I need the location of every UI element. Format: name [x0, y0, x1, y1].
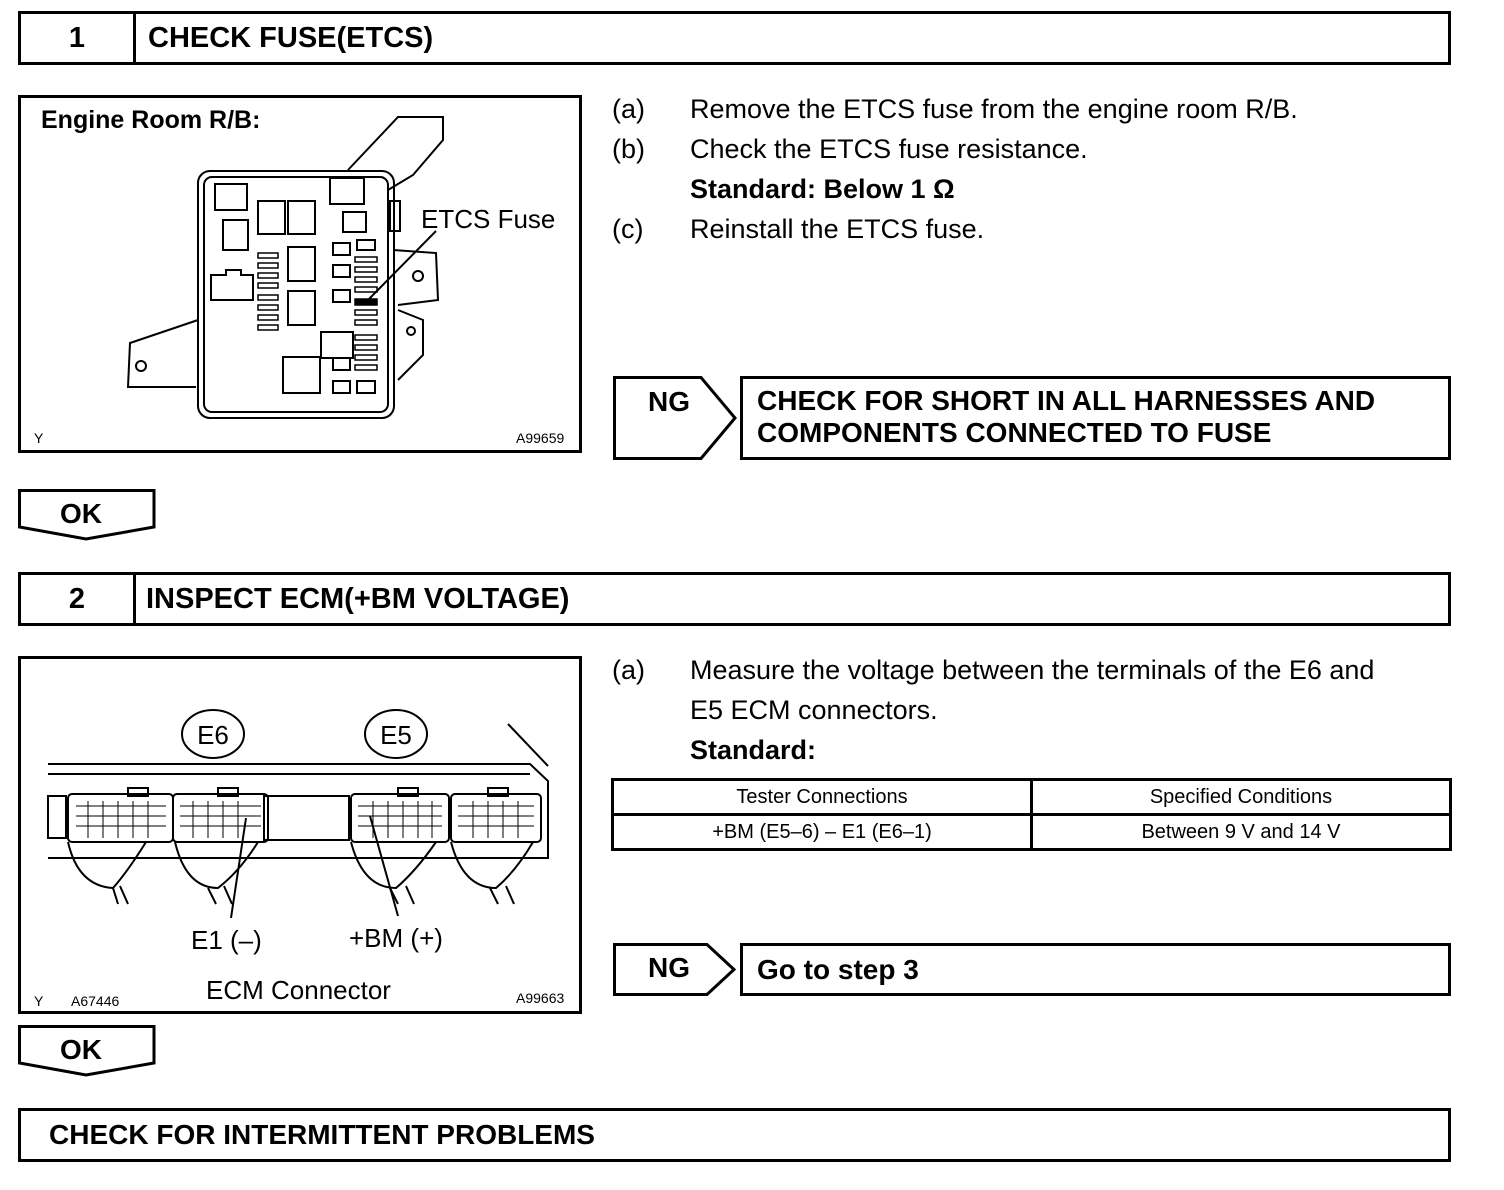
figure-id: A99659 [516, 430, 565, 446]
step1-ng-label: NG [648, 386, 690, 417]
step2-ng-arrow [613, 943, 737, 996]
step2-figure: E6 E5 E1 (–) +BM (+) ECM Connector Y A67… [18, 656, 582, 1014]
table-header-cell: Tester Connections [611, 778, 1033, 816]
final-step-box: CHECK FOR INTERMITTENT PROBLEMS [18, 1108, 1451, 1162]
figure-heading: Engine Room R/B: [41, 106, 261, 134]
step2-instruction-a: Measure the voltage between the terminal… [690, 655, 1375, 685]
step2-number: 2 [68, 583, 86, 615]
table-cell: +BM (E5–6) – E1 (E6–1) [611, 813, 1033, 851]
step2-ok-arrow [18, 1025, 156, 1077]
step1-instruction-b: Check the ETCS fuse resistance. [690, 134, 1088, 164]
step2-title: INSPECT ECM(+BM VOLTAGE) [146, 583, 570, 615]
figure-sub-id: A67446 [71, 993, 120, 1009]
figure-corner-code: Y [34, 993, 44, 1009]
table-row: +BM (E5–6) – E1 (E6–1) Between 9 V and 1… [611, 813, 1452, 851]
step1-figure: Engine Room R/B: [18, 95, 582, 453]
step1-standard: Standard: Below 1 Ω [690, 174, 955, 204]
step2-instruction-a-marker: (a) [612, 655, 645, 685]
step2-ng-label: NG [648, 952, 690, 983]
step2-ng-action: Go to step 3 [740, 943, 1451, 996]
step2-spec-table: Tester Connections Specified Conditions … [611, 778, 1452, 851]
ecm-connector-caption: ECM Connector [206, 975, 391, 1005]
step1-instruction-c: Reinstall the ETCS fuse. [690, 214, 985, 244]
etcs-fuse-callout: ETCS Fuse [421, 204, 556, 234]
figure-id: A99663 [516, 990, 565, 1006]
step1-header: 1 CHECK FUSE(ETCS) [18, 11, 1451, 65]
step2-ok-label: OK [60, 1034, 102, 1065]
step1-ng-arrow [613, 376, 737, 460]
step2-instruction-a-cont: E5 ECM connectors. [690, 695, 938, 725]
table-header-row: Tester Connections Specified Conditions [611, 778, 1452, 816]
step1-ok-label: OK [60, 498, 102, 529]
step1-instruction-c-marker: (c) [612, 214, 644, 244]
figure-corner-code: Y [34, 430, 44, 446]
final-step-text: CHECK FOR INTERMITTENT PROBLEMS [49, 1119, 595, 1150]
terminal-bm-label: +BM (+) [349, 923, 443, 953]
step1-ng-action: CHECK FOR SHORT IN ALL HARNESSES AND COM… [740, 376, 1451, 460]
step1-ng-action-line1: CHECK FOR SHORT IN ALL HARNESSES AND [757, 385, 1376, 416]
table-header-cell: Specified Conditions [1030, 778, 1452, 816]
step1-instruction-b-marker: (b) [612, 134, 645, 164]
step2-header: 2 INSPECT ECM(+BM VOLTAGE) [18, 572, 1451, 626]
step1-title: CHECK FUSE(ETCS) [148, 22, 434, 54]
step1-number: 1 [68, 22, 86, 54]
connector-e5-label: E5 [380, 720, 412, 750]
connector-e6-label: E6 [197, 720, 229, 750]
relay-block-illustration [126, 116, 444, 419]
step2-standard: Standard: [690, 735, 817, 765]
step1-instruction-a-marker: (a) [612, 94, 645, 124]
ecm-connector-illustration [47, 709, 549, 919]
step1-ng-action-line2: COMPONENTS CONNECTED TO FUSE [757, 417, 1272, 448]
step1-instruction-a: Remove the ETCS fuse from the engine roo… [690, 94, 1298, 124]
step1-ok-arrow [18, 489, 156, 541]
step1-header-divider [133, 14, 136, 62]
step2-header-divider [133, 575, 136, 623]
step2-ng-action-text: Go to step 3 [757, 954, 919, 985]
table-cell: Between 9 V and 14 V [1030, 813, 1452, 851]
terminal-e1-label: E1 (–) [191, 925, 262, 955]
